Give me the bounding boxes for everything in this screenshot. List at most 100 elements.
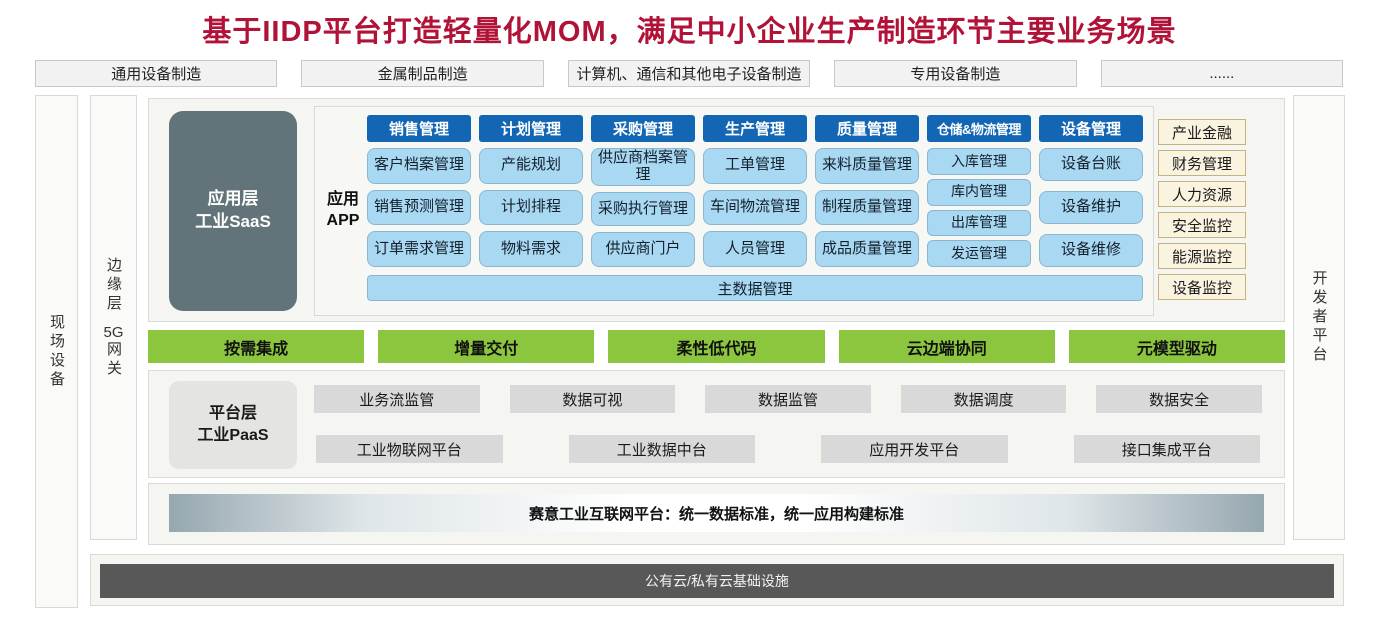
industry-box-electronics: 计算机、通信和其他电子设备制造 — [567, 60, 811, 87]
app-module: 来料质量管理 — [815, 148, 919, 184]
app-module: 车间物流管理 — [703, 189, 807, 226]
paas-data-visualization: 数据可视 — [509, 385, 676, 413]
app-module: 设备维护 — [1039, 191, 1143, 224]
industry-row: 通用设备制造 金属制品制造 计算机、通信和其他电子设备制造 专用设备制造 ...… — [35, 60, 1344, 87]
sidebar-developer-platform: 开发者平台 — [1293, 95, 1345, 540]
column-header-warehouse-logistics: 仓储&物流管理 — [927, 115, 1031, 142]
app-module: 销售预测管理 — [367, 189, 471, 226]
column-cells-warehouse-logistics: 入库管理 库内管理 出库管理 发运管理 — [927, 148, 1031, 267]
paas-data-middle-platform: 工业数据中台 — [568, 435, 755, 463]
app-module: 产能规划 — [479, 148, 583, 184]
app-module: 制程质量管理 — [815, 189, 919, 226]
column-warehouse-logistics: 仓储&物流管理 入库管理 库内管理 出库管理 发运管理 — [927, 115, 1031, 267]
column-equipment: 设备管理 设备台账 设备维护 设备维修 — [1039, 115, 1143, 267]
side-module-finance: 财务管理 — [1158, 150, 1246, 176]
column-production: 生产管理 工单管理 车间物流管理 人员管理 — [703, 115, 807, 268]
app-module: 客户档案管理 — [367, 148, 471, 184]
master-data-bar: 主数据管理 — [367, 275, 1143, 301]
capability-row: 按需集成 增量交付 柔性低代码 云边端协同 元模型驱动 — [148, 330, 1286, 363]
industry-box-general-equipment: 通用设备制造 — [35, 60, 278, 87]
side-module-hr: 人力资源 — [1158, 181, 1246, 207]
developer-platform-label: 开发者平台 — [1310, 270, 1328, 365]
app-module: 出库管理 — [927, 209, 1031, 237]
capability-metamodel-driven: 元模型驱动 — [1068, 330, 1286, 363]
section-platform-layer: 平台层 工业PaaS 业务流监管 数据可视 数据监管 数据调度 数据安全 工业物… — [148, 370, 1285, 478]
column-header-procurement: 采购管理 — [591, 115, 695, 142]
paas-iiot-platform: 工业物联网平台 — [316, 435, 503, 463]
side-module-equipment-monitor: 设备监控 — [1158, 274, 1246, 300]
gateway-label: 网关 — [105, 340, 122, 379]
paas-layer-pill: 平台层 工业PaaS — [169, 381, 297, 469]
column-header-production: 生产管理 — [703, 115, 807, 142]
edge-layer-label: 边缘层 — [105, 256, 122, 314]
app-module: 计划排程 — [479, 189, 583, 226]
app-module: 供应商档案管理 — [591, 148, 695, 186]
page-title: 基于IIDP平台打造轻量化MOM，满足中小企业生产制造环节主要业务场景 — [202, 16, 1177, 48]
column-header-equipment: 设备管理 — [1039, 115, 1143, 142]
paas-data-scheduling: 数据调度 — [900, 385, 1067, 413]
paas-interface-integration-platform: 接口集成平台 — [1073, 435, 1260, 463]
capability-cloud-edge-collab: 云边端协同 — [838, 330, 1055, 363]
saas-pill-line1: 应用层 — [207, 189, 259, 209]
section-infrastructure: 公有云/私有云基础设施 — [90, 554, 1344, 606]
column-sales: 销售管理 客户档案管理 销售预测管理 订单需求管理 — [367, 115, 471, 268]
capability-on-demand-integration: 按需集成 — [148, 330, 365, 363]
column-cells-sales: 客户档案管理 销售预测管理 订单需求管理 — [367, 148, 471, 268]
app-grid: 销售管理 客户档案管理 销售预测管理 订单需求管理 计划管理 产能规划 计划排程… — [367, 115, 1143, 307]
app-module: 设备维修 — [1039, 234, 1143, 267]
app-module: 物料需求 — [479, 231, 583, 268]
app-module: 工单管理 — [703, 148, 807, 184]
side-module-safety-monitor: 安全监控 — [1158, 212, 1246, 238]
capability-incremental-delivery: 增量交付 — [378, 330, 595, 363]
app-module: 采购执行管理 — [591, 191, 695, 227]
app-modules-panel: 应用 APP 销售管理 客户档案管理 销售预测管理 订单需求管理 计划管理 — [314, 106, 1154, 316]
app-module: 人员管理 — [703, 231, 807, 268]
gateway-5g-label: 5G — [103, 323, 124, 341]
industry-box-special-equipment: 专用设备制造 — [834, 60, 1077, 87]
sidebar-edge-layer: 边缘层 5G 网关 — [90, 95, 137, 540]
paas-business-flow-monitor: 业务流监管 — [314, 385, 480, 413]
column-planning: 计划管理 产能规划 计划排程 物料需求 — [479, 115, 583, 268]
app-module: 发运管理 — [927, 240, 1031, 267]
app-label: 应用 APP — [321, 107, 365, 315]
app-module: 订单需求管理 — [367, 231, 471, 268]
section-platform-banner: 赛意工业互联网平台：统一数据标准，统一应用构建标准 — [148, 483, 1285, 545]
section-application-layer: 应用层 工业SaaS 应用 APP 销售管理 客户档案管理 销售预测管理 订单需… — [148, 98, 1285, 322]
industry-box-more: ...... — [1100, 60, 1344, 87]
paas-rows: 业务流监管 数据可视 数据监管 数据调度 数据安全 工业物联网平台 工业数据中台… — [314, 385, 1262, 463]
sidebar-field-devices: 现场设备 — [35, 95, 78, 608]
column-cells-equipment: 设备台账 设备维护 设备维修 — [1039, 148, 1143, 267]
saas-pill-line2: 工业SaaS — [195, 212, 271, 231]
side-modules-column: 产业金融 财务管理 人力资源 安全监控 能源监控 设备监控 — [1158, 119, 1246, 300]
platform-banner-bar: 赛意工业互联网平台：统一数据标准，统一应用构建标准 — [169, 494, 1264, 532]
column-procurement: 采购管理 供应商档案管理 采购执行管理 供应商门户 — [591, 115, 695, 267]
app-module: 库内管理 — [927, 178, 1031, 206]
paas-row-2: 工业物联网平台 工业数据中台 应用开发平台 接口集成平台 — [314, 435, 1262, 463]
app-label-line1: 应用 — [326, 191, 359, 209]
field-devices-label: 现场设备 — [48, 313, 65, 390]
column-header-sales: 销售管理 — [367, 115, 471, 142]
app-module: 设备台账 — [1039, 148, 1143, 181]
column-cells-quality: 来料质量管理 制程质量管理 成品质量管理 — [815, 148, 919, 268]
industry-box-metal-products: 金属制品制造 — [301, 60, 544, 87]
saas-layer-pill: 应用层 工业SaaS — [169, 111, 297, 311]
capability-flexible-low-code: 柔性低代码 — [608, 330, 825, 363]
column-cells-production: 工单管理 车间物流管理 人员管理 — [703, 148, 807, 268]
column-header-quality: 质量管理 — [815, 115, 919, 142]
paas-data-supervision: 数据监管 — [705, 385, 871, 413]
column-quality: 质量管理 来料质量管理 制程质量管理 成品质量管理 — [815, 115, 919, 268]
paas-row-1: 业务流监管 数据可视 数据监管 数据调度 数据安全 — [314, 385, 1262, 413]
app-module: 成品质量管理 — [815, 231, 919, 268]
column-cells-planning: 产能规划 计划排程 物料需求 — [479, 148, 583, 268]
app-label-line2: APP — [326, 212, 360, 229]
column-cells-procurement: 供应商档案管理 采购执行管理 供应商门户 — [591, 148, 695, 267]
app-module: 供应商门户 — [591, 232, 695, 267]
app-module: 入库管理 — [927, 148, 1031, 175]
side-module-energy-monitor: 能源监控 — [1158, 243, 1246, 269]
paas-data-security: 数据安全 — [1096, 385, 1262, 413]
infrastructure-bar: 公有云/私有云基础设施 — [100, 564, 1334, 598]
paas-app-dev-platform: 应用开发平台 — [821, 435, 1008, 463]
column-header-planning: 计划管理 — [479, 115, 583, 142]
side-module-industry-finance: 产业金融 — [1158, 119, 1246, 145]
